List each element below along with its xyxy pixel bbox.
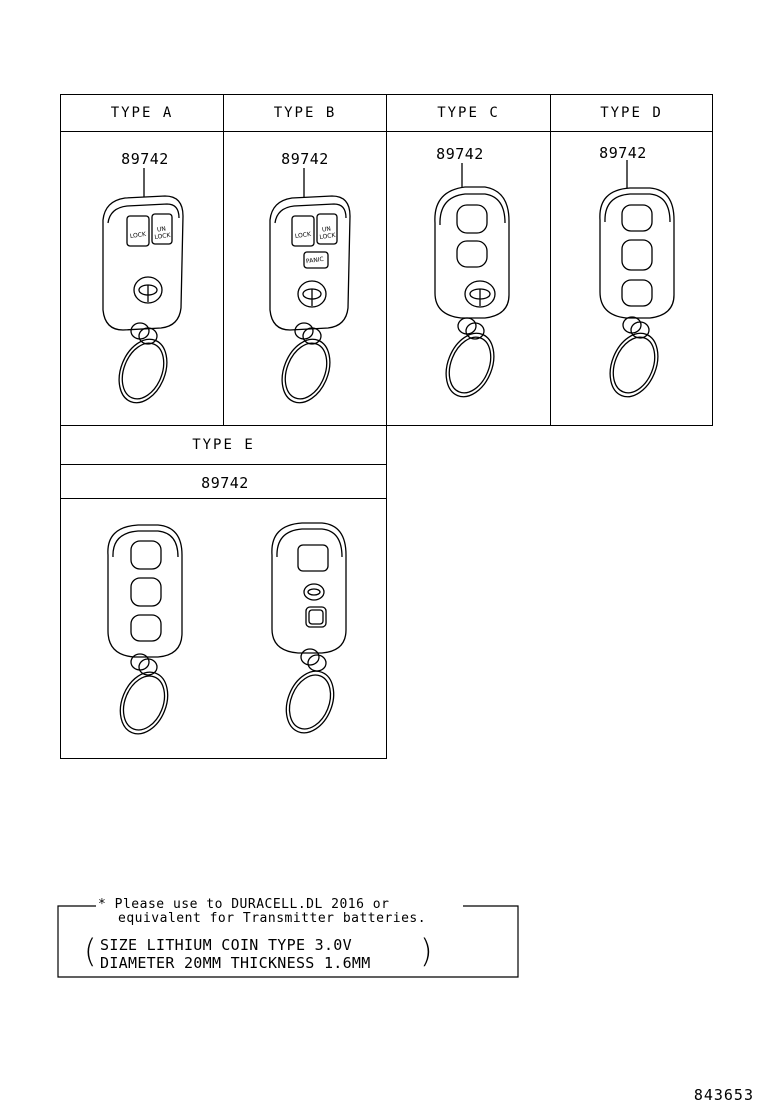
note-line-4: DIAMETER 20MM THICKNESS 1.6MM [100, 954, 371, 972]
type-d-header: TYPE D [600, 105, 663, 121]
grid-col-divider-1 [223, 94, 224, 426]
type-b-unlock-button-label: UN LOCK [319, 225, 336, 242]
type-d-part-number: 89742 [599, 144, 647, 162]
type-e-part-divider [60, 498, 387, 499]
note-line-1: * Please use to DURACELL.DL 2016 or [98, 897, 390, 912]
type-e-header-divider [60, 464, 387, 465]
type-e-two-button-fob-illustration [262, 515, 362, 740]
type-b-key-fob-illustration [262, 168, 362, 408]
type-b-part-number: 89742 [281, 150, 329, 168]
grid-col-divider-2 [386, 94, 387, 759]
type-a-part-number: 89742 [121, 150, 169, 168]
type-d-key-fob-illustration [590, 160, 690, 405]
type-a-unlock-button-label: UN LOCK [154, 225, 171, 242]
type-a-key-fob-illustration [95, 168, 195, 408]
note-line-3: SIZE LITHIUM COIN TYPE 3.0V [100, 936, 352, 954]
type-c-header: TYPE C [437, 105, 500, 121]
note-line-2: equivalent for Transmitter batteries. [118, 911, 427, 926]
type-c-part-number: 89742 [436, 145, 484, 163]
grid-left-border [60, 94, 61, 759]
note-frame [58, 905, 518, 978]
type-e-three-button-fob-illustration [98, 515, 198, 740]
type-e-bottom-border [60, 758, 387, 759]
battery-note: * Please use to DURACELL.DL 2016 or equi… [58, 897, 518, 978]
grid-right-border [712, 94, 713, 426]
grid-col-divider-3 [550, 94, 551, 426]
type-a-header: TYPE A [110, 105, 174, 121]
note-right-paren: ) [420, 932, 433, 970]
type-e-part-number: 89742 [201, 474, 249, 492]
type-b-header: TYPE B [273, 105, 337, 121]
type-e-header: TYPE E [192, 437, 255, 453]
note-left-paren: ( [84, 932, 97, 970]
type-c-key-fob-illustration [425, 163, 525, 408]
diagram-id: 843653 [693, 1086, 754, 1104]
